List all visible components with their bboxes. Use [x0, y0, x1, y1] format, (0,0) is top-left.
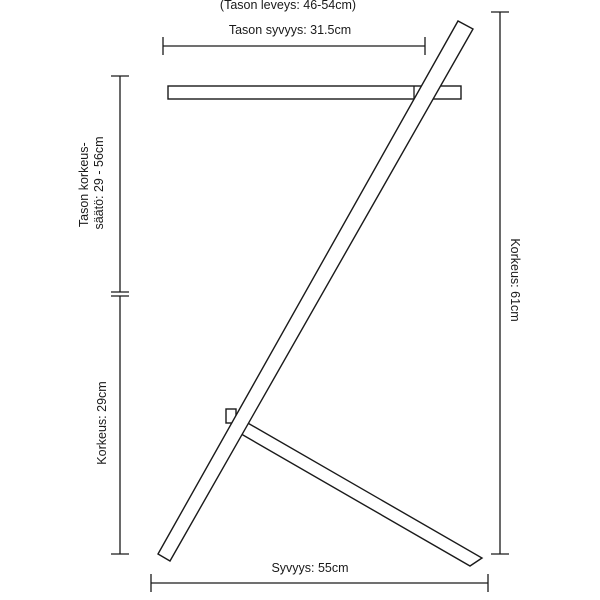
height-adjust-label-line2: säätö: 29 - 56cm: [92, 136, 106, 229]
main-leg: [157, 20, 474, 562]
height-adjust-dimension: [111, 75, 129, 293]
height-adjust-label-line1: Tason korkeus-: [77, 142, 91, 227]
low-height-dimension: [111, 295, 129, 555]
width-range-label: (Tason leveys: 46-54cm): [220, 0, 356, 12]
height-adjust-label: Tason korkeus- säätö: 29 - 56cm: [77, 136, 106, 229]
base-depth-dimension: [150, 574, 489, 592]
total-height-label: Korkeus: 61cm: [508, 238, 522, 321]
total-height-dimension: [491, 11, 509, 555]
low-height-label: Korkeus: 29cm: [95, 381, 109, 464]
base-depth-label: Syvyys: 55cm: [271, 561, 348, 575]
top-depth-dimension: [162, 37, 426, 55]
top-depth-label: Tason syvyys: 31.5cm: [229, 23, 351, 37]
base-leg: [234, 421, 484, 567]
table-top-board: [167, 85, 462, 100]
